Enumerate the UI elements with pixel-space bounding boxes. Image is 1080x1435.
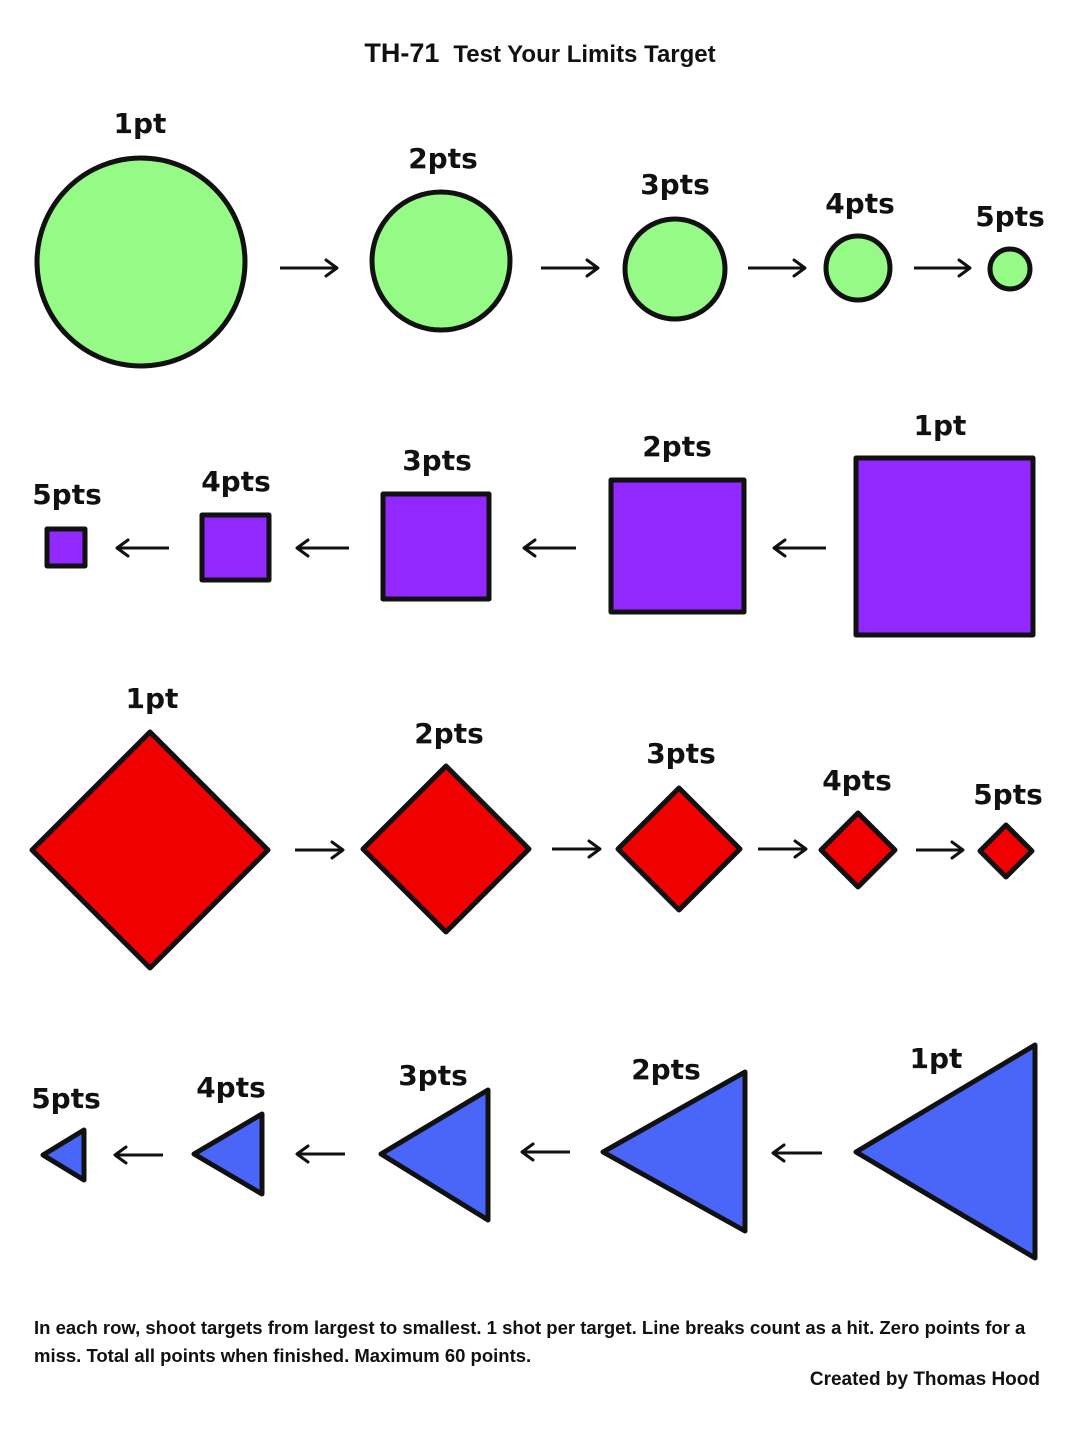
diamond-target-5pts[interactable]: 5pts: [973, 778, 1043, 880]
circle-target-2pts[interactable]: 2pts: [369, 142, 513, 333]
row-circles: 1pt 2pts 3pts 4pts 5pts: [34, 107, 1045, 369]
triangle-shape[interactable]: [40, 1127, 87, 1183]
points-label: 5pts: [32, 478, 102, 511]
circle-shape[interactable]: [369, 189, 513, 333]
points-label: 5pts: [975, 200, 1045, 233]
triangle-shape[interactable]: [378, 1087, 491, 1223]
points-label: 2pts: [408, 142, 478, 175]
arrow-head: [950, 840, 965, 860]
points-label: 1pt: [910, 1042, 963, 1075]
diamond-target-4pts[interactable]: 4pts: [818, 764, 898, 890]
arrow-head: [113, 1145, 128, 1165]
circle-shape[interactable]: [987, 246, 1033, 292]
points-label: 3pts: [402, 444, 472, 477]
circle-shape[interactable]: [823, 233, 893, 303]
triangle-shape[interactable]: [191, 1111, 265, 1197]
diamond-shape[interactable]: [29, 729, 271, 971]
arrow-head: [793, 839, 808, 859]
arrow-head: [957, 258, 972, 278]
points-label: 4pts: [822, 764, 892, 797]
circle-shape[interactable]: [34, 155, 248, 369]
circle-target-1pts[interactable]: 1pt: [34, 107, 248, 369]
arrow-head: [520, 1142, 535, 1162]
row-triangles: 1pt 2pts 3pts 4pts 5pts: [31, 1042, 1038, 1261]
square-target-2pts[interactable]: 2pts: [608, 430, 747, 615]
square-target-5pts[interactable]: 5pts: [32, 478, 102, 569]
circle-target-4pts[interactable]: 4pts: [823, 187, 895, 303]
arrow-head: [330, 840, 345, 860]
target-name: Test Your Limits Target: [453, 41, 716, 68]
credit-text: Created by Thomas Hood: [809, 1369, 1040, 1390]
circle-shape[interactable]: [622, 216, 728, 322]
diamond-shape[interactable]: [977, 822, 1035, 880]
instructions-text: In each row, shoot targets from largest …: [34, 1317, 1026, 1366]
diamond-shape[interactable]: [818, 810, 898, 890]
arrow-head: [115, 538, 130, 558]
arrow-head: [295, 1144, 310, 1164]
diamond-target-1pts[interactable]: 1pt: [29, 682, 271, 971]
diamond-shape[interactable]: [360, 763, 532, 935]
circle-target-5pts[interactable]: 5pts: [975, 200, 1045, 292]
arrow-head: [324, 258, 339, 278]
square-target-4pts[interactable]: 4pts: [199, 465, 272, 583]
points-label: 3pts: [398, 1059, 468, 1092]
diamond-target-3pts[interactable]: 3pts: [615, 737, 743, 913]
points-label: 4pts: [201, 465, 271, 498]
points-label: 4pts: [196, 1071, 266, 1104]
points-label: 4pts: [825, 187, 895, 220]
points-label: 1pt: [126, 682, 179, 715]
square-shape[interactable]: [44, 526, 88, 569]
points-label: 1pt: [114, 107, 167, 140]
points-label: 5pts: [31, 1082, 101, 1115]
points-label: 3pts: [640, 168, 710, 201]
square-shape[interactable]: [380, 491, 492, 602]
points-label: 1pt: [914, 409, 967, 442]
points-label: 2pts: [642, 430, 712, 463]
diamond-shape[interactable]: [615, 785, 743, 913]
circle-target-3pts[interactable]: 3pts: [622, 168, 728, 322]
row-diamonds: 1pt 2pts 3pts 4pts 5pts: [29, 682, 1043, 971]
square-target-3pts[interactable]: 3pts: [380, 444, 492, 602]
triangle-target-4pts[interactable]: 4pts: [191, 1071, 266, 1197]
points-label: 2pts: [414, 717, 484, 750]
points-label: 5pts: [973, 778, 1043, 811]
page-title: TH-71 Test Your Limits Target: [0, 38, 1080, 69]
square-shape[interactable]: [608, 477, 747, 615]
points-label: 2pts: [631, 1053, 701, 1086]
arrow-head: [585, 258, 600, 278]
triangle-shape[interactable]: [853, 1042, 1038, 1261]
arrow-head: [792, 258, 807, 278]
triangle-target-5pts[interactable]: 5pts: [31, 1082, 101, 1183]
target-code: TH-71: [364, 38, 440, 68]
square-shape[interactable]: [853, 455, 1036, 638]
triangle-shape[interactable]: [600, 1069, 748, 1234]
arrow-head: [772, 538, 787, 558]
triangle-target-2pts[interactable]: 2pts: [600, 1053, 748, 1234]
triangle-target-1pts[interactable]: 1pt: [853, 1042, 1038, 1261]
row-squares: 1pt 2pts 3pts 4pts 5pts: [32, 409, 1036, 638]
arrow-head: [295, 538, 310, 558]
arrow-head: [587, 839, 602, 859]
arrow-head: [771, 1143, 786, 1163]
triangle-target-3pts[interactable]: 3pts: [378, 1059, 491, 1223]
square-shape[interactable]: [199, 512, 272, 583]
arrow-head: [522, 538, 537, 558]
diamond-target-2pts[interactable]: 2pts: [360, 717, 532, 935]
points-label: 3pts: [646, 737, 716, 770]
square-target-1pts[interactable]: 1pt: [853, 409, 1036, 638]
